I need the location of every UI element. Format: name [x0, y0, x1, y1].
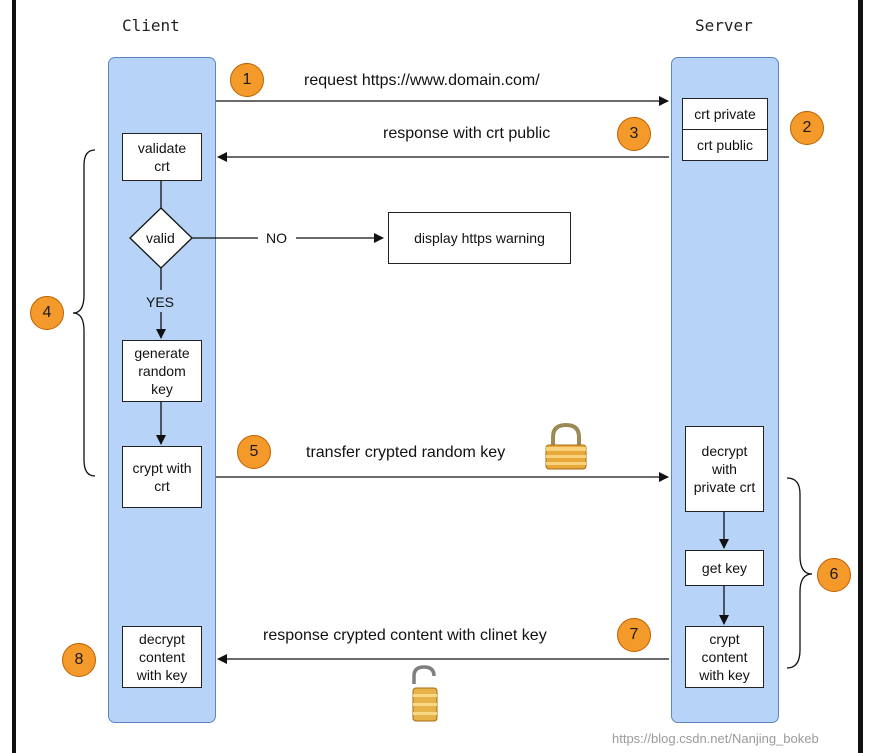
valid-diamond-label: valid	[146, 230, 175, 246]
response-crt-label: response with crt public	[383, 125, 551, 142]
step-badge-3: 3	[617, 117, 651, 151]
request-label: request https://www.domain.com/	[304, 72, 540, 89]
server-lane	[671, 57, 779, 723]
validate-crt-box: validate crt	[122, 133, 202, 181]
decrypt-content-box: decrypt content with key	[122, 626, 202, 688]
crypt-content-box: crypt content with key	[685, 626, 764, 688]
step-badge-4: 4	[30, 296, 64, 330]
decrypt-private-box: decrypt with private crt	[685, 426, 764, 512]
step-badge-8: 8	[62, 643, 96, 677]
right-edge	[858, 0, 863, 753]
yes-label: YES	[146, 294, 175, 310]
server-header: Server	[695, 16, 753, 35]
brace-step-6	[786, 477, 813, 669]
left-edge	[12, 0, 16, 753]
response-content-label: response crypted content with clinet key	[263, 627, 547, 644]
transfer-key-label: transfer crypted random key	[306, 444, 506, 461]
generate-random-key-box: generate random key	[122, 340, 202, 402]
crypt-with-crt-box: crypt with crt	[122, 446, 202, 508]
unlocked-icon	[412, 665, 438, 722]
client-header: Client	[122, 16, 180, 35]
step-badge-5: 5	[237, 435, 271, 469]
crt-public-box: crt public	[682, 129, 768, 161]
step-badge-2: 2	[790, 111, 824, 145]
crt-private-box: crt private	[682, 98, 768, 130]
https-warning-box: display https warning	[388, 212, 571, 264]
get-key-box: get key	[685, 550, 764, 586]
lock-icon	[545, 422, 587, 470]
step-badge-6: 6	[817, 558, 851, 592]
step-badge-1: 1	[230, 63, 264, 97]
step-badge-7: 7	[617, 618, 651, 652]
watermark-text: https://blog.csdn.net/Nanjing_bokeb	[612, 731, 819, 746]
no-label: NO	[266, 230, 287, 246]
brace-step-4	[72, 149, 96, 477]
